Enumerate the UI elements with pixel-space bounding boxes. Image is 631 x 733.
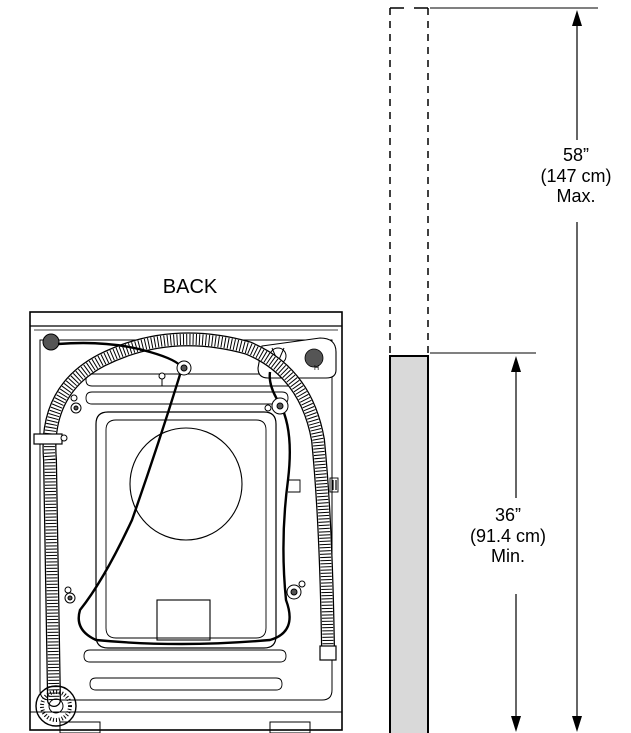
max-height-qualifier: Max. [556, 186, 596, 207]
bolt-upper-center [176, 360, 192, 376]
drain-hose [42, 332, 335, 707]
back-view-label: BACK [162, 276, 218, 298]
service-cover [156, 599, 211, 641]
foot-right [269, 721, 311, 733]
hose-end-cap [319, 645, 337, 661]
bolt-upper-left [158, 372, 166, 386]
pedestal [389, 355, 429, 733]
drum-circle [129, 427, 243, 541]
min-height-inches: 36” [494, 505, 521, 525]
hot-inlet-label: H [314, 365, 319, 372]
foot-left [59, 721, 101, 733]
min-height-cm: (91.4 cm) [469, 525, 547, 546]
bolt-lower-right [286, 580, 306, 600]
dimension-diagram [389, 7, 598, 733]
bolt-lower-left [64, 586, 76, 604]
top-drain-port [42, 333, 60, 351]
bolt-mid-right [264, 397, 289, 415]
max-height-cm: (147 cm) [540, 165, 612, 186]
back-panel [39, 339, 333, 701]
max-height-label: 58” (147 cm) Max. [508, 145, 631, 207]
max-height-inches: 58” [562, 145, 589, 165]
bolt-mid-left [70, 394, 82, 414]
min-height-qualifier: Min. [490, 546, 525, 567]
hose-clip [33, 433, 63, 445]
hot-inlet-knob [304, 348, 324, 368]
access-panel [95, 411, 277, 649]
hose-coil [35, 685, 77, 727]
transit-bolts [64, 360, 306, 604]
min-height-label: 36” (91.4 cm) Min. [440, 505, 576, 567]
